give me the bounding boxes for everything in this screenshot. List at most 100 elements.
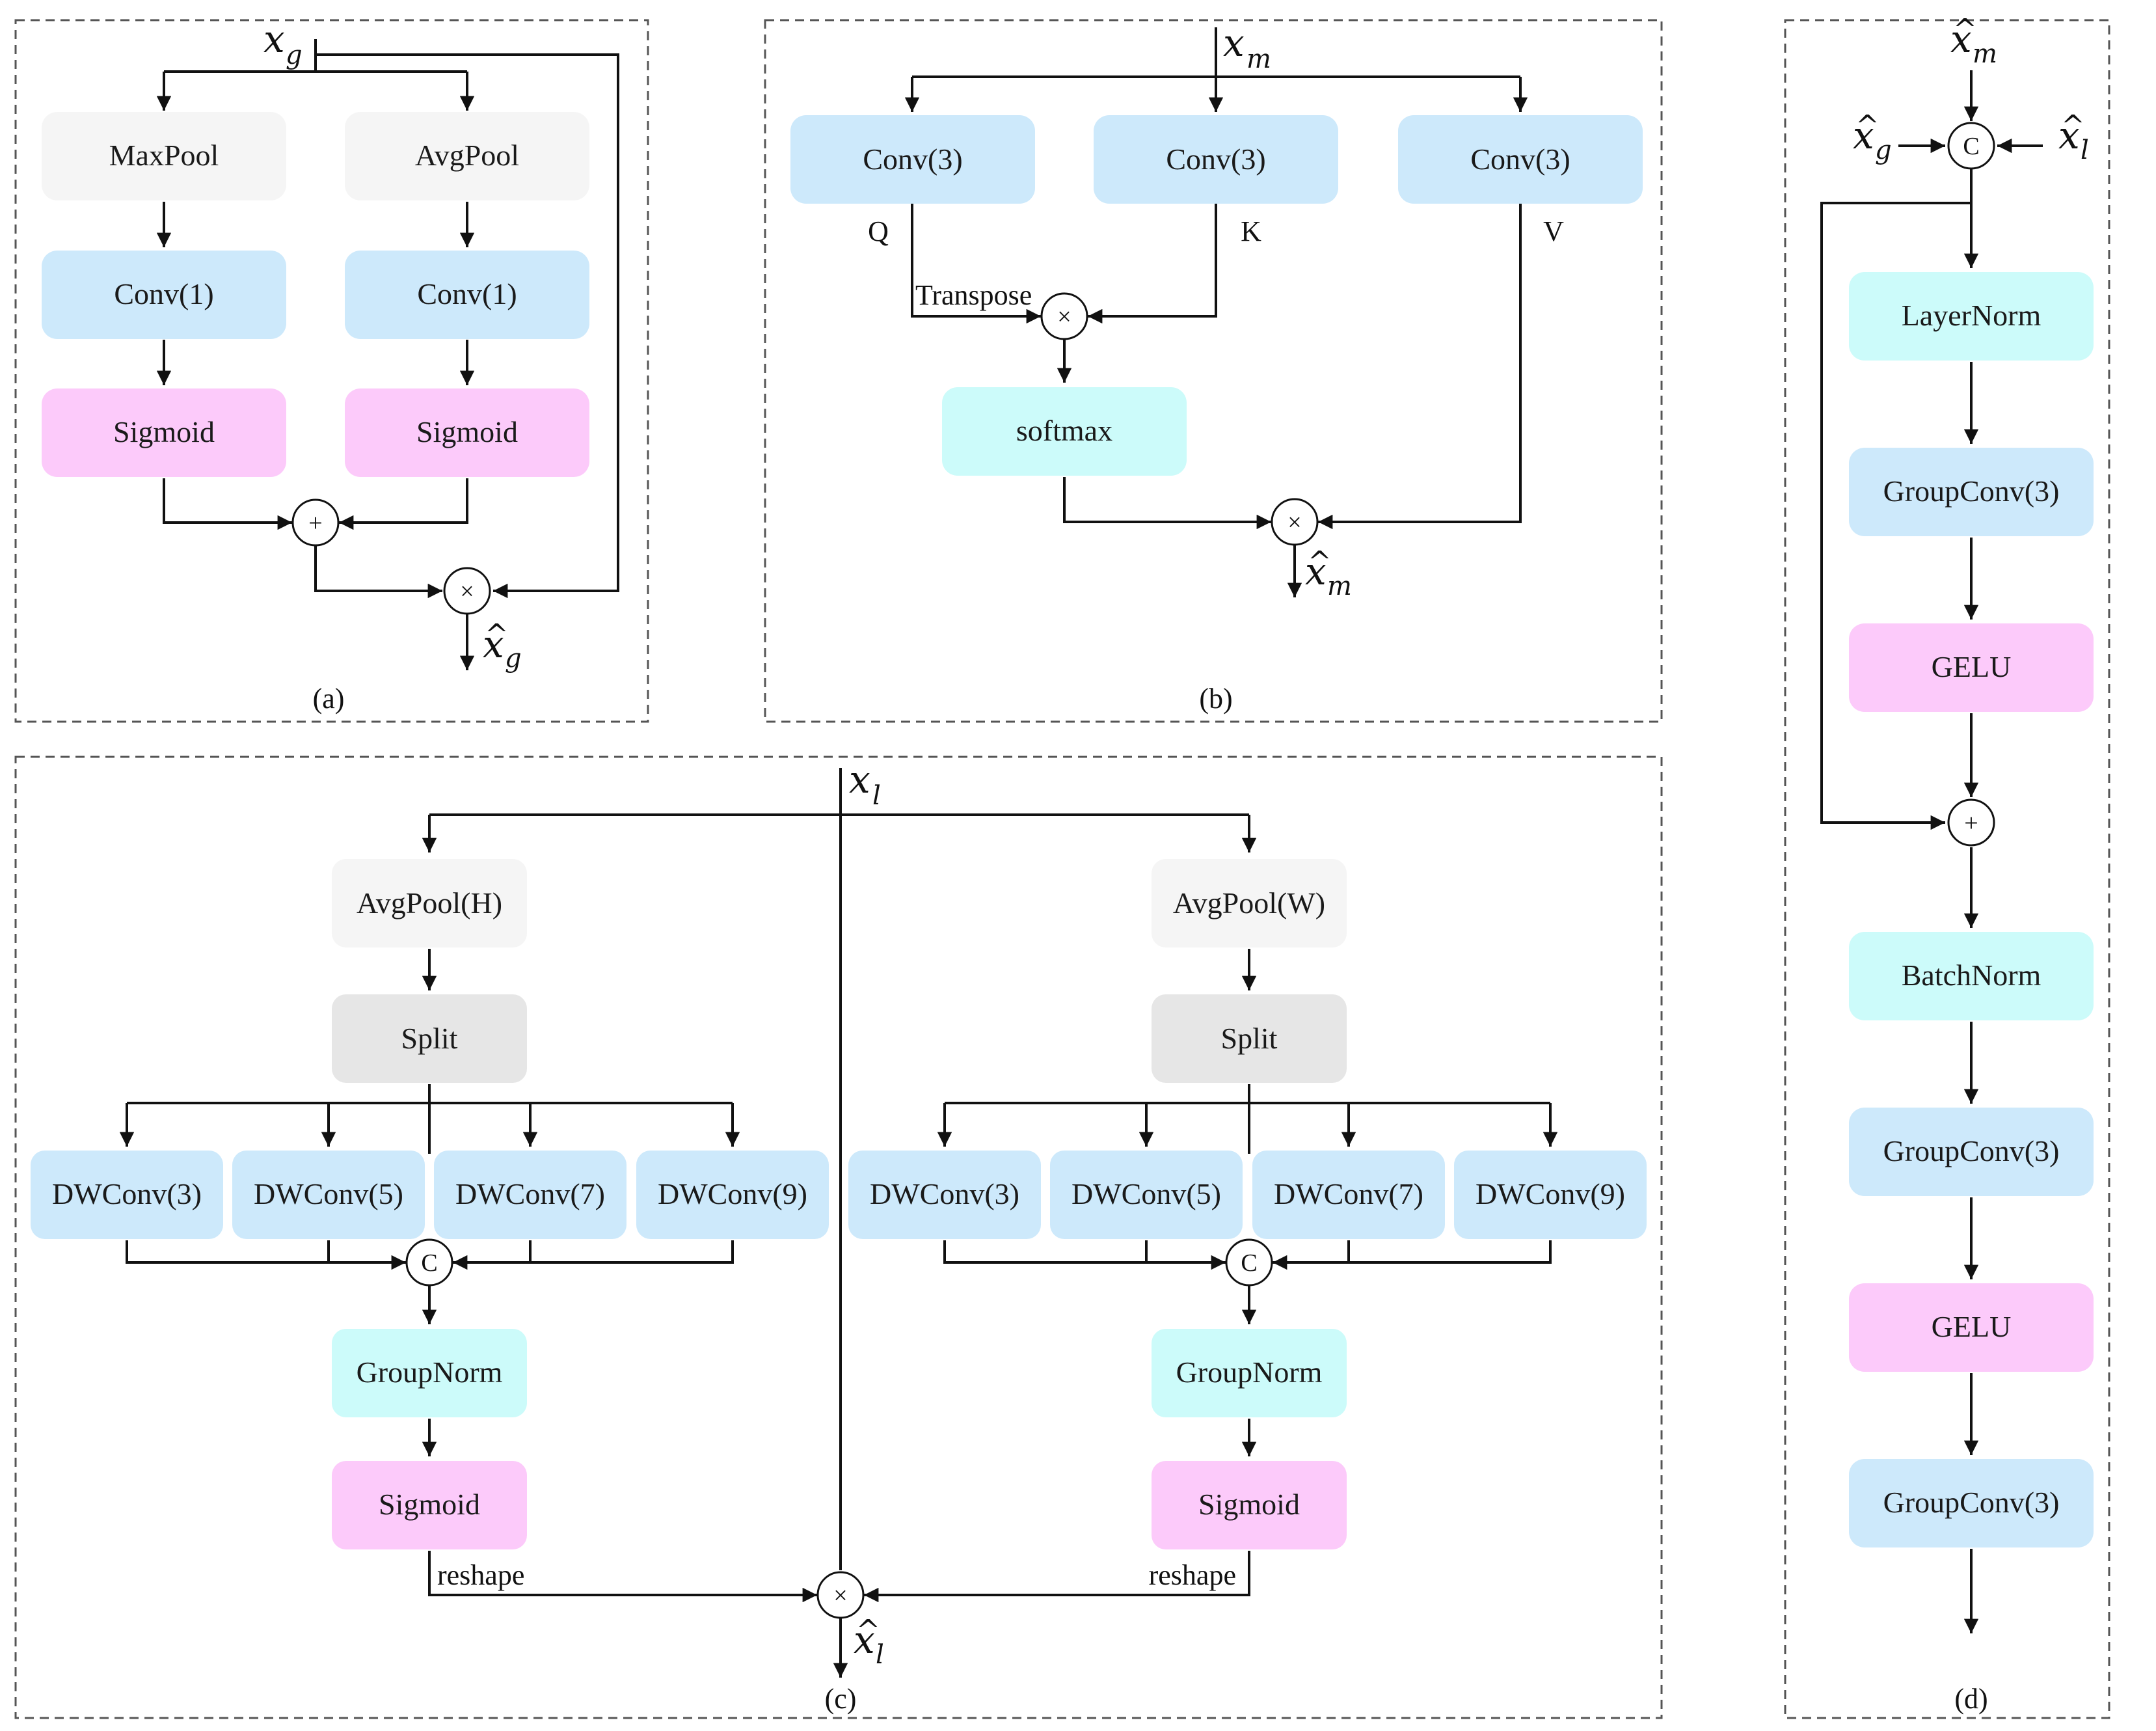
groupconv-d3-box bbox=[1849, 1459, 2094, 1547]
mul-op-b1 bbox=[1040, 292, 1088, 340]
sigmoid-right-box bbox=[345, 388, 589, 477]
svg-text:l: l bbox=[2081, 135, 2089, 165]
svg-text:m: m bbox=[1246, 44, 1271, 74]
svg-text:x: x bbox=[1305, 549, 1327, 593]
concat-op-left-symbol: C bbox=[421, 1249, 437, 1277]
sigmoid-c-left-label: Sigmoid bbox=[379, 1488, 480, 1521]
svg-text:x: x bbox=[263, 17, 285, 61]
concat-op-d-symbol: C bbox=[1963, 133, 1979, 160]
svg-text:l: l bbox=[872, 781, 881, 811]
transpose-label: Transpose bbox=[915, 279, 1032, 311]
groupconv-d2-label: GroupConv(3) bbox=[1883, 1134, 2060, 1167]
softmax-label: softmax bbox=[1016, 414, 1112, 447]
dwconv5-right-label: DWConv(5) bbox=[1071, 1177, 1221, 1210]
maxpool-label: MaxPool bbox=[109, 139, 219, 172]
caption-b: (b) bbox=[1199, 683, 1232, 715]
add-op-a-symbol: + bbox=[308, 510, 322, 537]
conv3-q-box bbox=[790, 115, 1035, 204]
softmax-box bbox=[942, 387, 1187, 476]
mul-op-b1-symbol: × bbox=[1057, 303, 1071, 331]
avgpool-label: AvgPool bbox=[415, 139, 519, 172]
svg-text:^: ^ bbox=[2061, 109, 2085, 143]
v-label: V bbox=[1543, 215, 1564, 247]
dwconv7-left-label: DWConv(7) bbox=[455, 1177, 605, 1210]
groupconv-d2-box bbox=[1849, 1108, 2094, 1196]
svg-text:m: m bbox=[1973, 39, 1997, 69]
gelu-d1-label: GELU bbox=[1932, 650, 2012, 683]
svg-text:^: ^ bbox=[1953, 13, 1977, 46]
panel-b: Conv(3) Conv(3) Conv(3) Q K V Transpose … bbox=[790, 21, 1643, 715]
dwconv5-left-box bbox=[232, 1151, 425, 1239]
input-xg: x g bbox=[263, 17, 303, 70]
mul-op-a-symbol: × bbox=[460, 578, 474, 605]
conv3-q-label: Conv(3) bbox=[863, 143, 962, 176]
dwconv7-left-box bbox=[434, 1151, 627, 1239]
gelu-d1-box bbox=[1849, 623, 2094, 712]
add-op-a bbox=[291, 498, 340, 547]
input-xg-hat-d: x ^ g bbox=[1853, 109, 1892, 165]
dwconv3-left-box bbox=[31, 1151, 223, 1239]
groupnorm-left-box bbox=[332, 1329, 527, 1417]
svg-text:x: x bbox=[1950, 17, 1972, 61]
avgpool-box bbox=[345, 112, 589, 200]
caption-c: (c) bbox=[825, 1683, 857, 1715]
mul-op-c-symbol: × bbox=[833, 1582, 847, 1609]
input-xm-hat-d: x ^ m bbox=[1950, 13, 1997, 69]
add-op-d bbox=[1947, 798, 1995, 847]
svg-text:x: x bbox=[2058, 113, 2080, 157]
input-xl: x l bbox=[849, 757, 881, 811]
concat-op-right bbox=[1225, 1238, 1273, 1287]
caption-d: (d) bbox=[1954, 1683, 1988, 1715]
concat-op-d bbox=[1947, 122, 1995, 170]
output-xg-hat: x ^ g bbox=[483, 618, 522, 674]
conv1-right-box bbox=[345, 251, 589, 339]
add-op-d-symbol: + bbox=[1964, 810, 1978, 837]
gelu-d2-label: GELU bbox=[1932, 1310, 2012, 1343]
maxpool-box bbox=[42, 112, 286, 200]
q-label: Q bbox=[868, 215, 889, 247]
groupnorm-right-label: GroupNorm bbox=[1176, 1356, 1323, 1389]
svg-text:x: x bbox=[1223, 21, 1245, 65]
panel-d: C LayerNorm GroupConv(3) GELU + BatchNor… bbox=[1820, 13, 2094, 1715]
svg-text:^: ^ bbox=[485, 618, 509, 651]
output-xm-hat: x ^ m bbox=[1305, 545, 1352, 601]
k-label: K bbox=[1241, 215, 1261, 247]
conv3-k-box bbox=[1094, 115, 1338, 204]
dwconv9-right-label: DWConv(9) bbox=[1476, 1177, 1625, 1210]
split-left-box bbox=[332, 994, 527, 1083]
groupconv-d3-label: GroupConv(3) bbox=[1883, 1486, 2060, 1519]
svg-text:^: ^ bbox=[856, 1614, 880, 1647]
svg-text:m: m bbox=[1327, 571, 1352, 601]
svg-text:g: g bbox=[286, 40, 303, 70]
mul-op-b2 bbox=[1271, 498, 1319, 546]
groupnorm-left-label: GroupNorm bbox=[357, 1356, 503, 1389]
mul-op-c bbox=[816, 1571, 865, 1619]
layernorm-box bbox=[1849, 272, 2094, 361]
split-right-label: Split bbox=[1221, 1022, 1278, 1055]
svg-text:l: l bbox=[876, 1640, 884, 1670]
panel-b-frame bbox=[764, 19, 1663, 723]
svg-text:^: ^ bbox=[1855, 109, 1880, 143]
dwconv9-left-label: DWConv(9) bbox=[658, 1177, 807, 1210]
caption-a: (a) bbox=[313, 683, 345, 715]
dwconv7-right-label: DWConv(7) bbox=[1274, 1177, 1423, 1210]
svg-text:x: x bbox=[849, 757, 870, 802]
sigmoid-left-label: Sigmoid bbox=[113, 415, 215, 448]
sigmoid-c-right-label: Sigmoid bbox=[1198, 1488, 1300, 1521]
panel-d-frame bbox=[1784, 19, 2110, 1719]
layernorm-label: LayerNorm bbox=[1902, 299, 2041, 332]
split-left-label: Split bbox=[401, 1022, 458, 1055]
avgpool-h-box bbox=[332, 859, 527, 947]
mul-op-b2-symbol: × bbox=[1287, 509, 1301, 536]
sigmoid-c-left-box bbox=[332, 1461, 527, 1549]
svg-text:x: x bbox=[854, 1618, 875, 1662]
dwconv5-right-box bbox=[1050, 1151, 1243, 1239]
batchnorm-box bbox=[1849, 932, 2094, 1020]
sigmoid-c-right-box bbox=[1152, 1461, 1347, 1549]
panel-a-frame bbox=[14, 19, 649, 723]
output-xl-hat: x ^ l bbox=[854, 1614, 884, 1670]
avgpool-h-label: AvgPool(H) bbox=[357, 886, 502, 920]
avgpool-w-label: AvgPool(W) bbox=[1173, 886, 1325, 920]
dwconv3-right-label: DWConv(3) bbox=[870, 1177, 1019, 1210]
